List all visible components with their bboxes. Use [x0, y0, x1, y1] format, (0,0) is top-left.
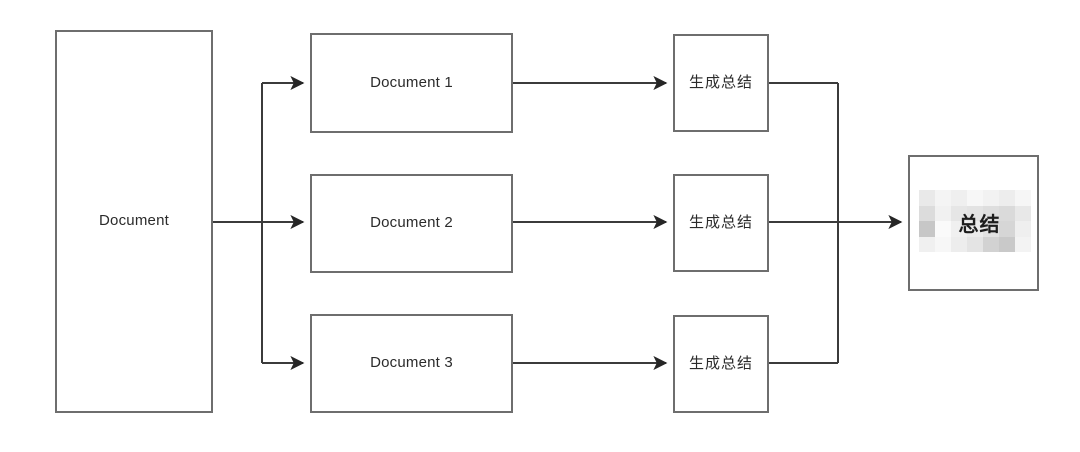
mosaic-tile [999, 236, 1015, 252]
node-document-2-label: Document 2 [370, 214, 453, 232]
node-summarize-3-label: 生成总结 [688, 354, 753, 372]
mosaic-tile [919, 221, 935, 237]
mosaic-tile [951, 190, 967, 206]
mosaic-tile [967, 190, 983, 206]
mosaic-tile [935, 190, 951, 206]
mosaic-tile [935, 221, 951, 237]
node-summarize-1-label: 生成总结 [688, 73, 753, 91]
mosaic-tile [1015, 190, 1031, 206]
mosaic-tile [1015, 221, 1031, 237]
mosaic-tile [967, 221, 983, 237]
node-document-3[interactable]: Document 3 [310, 314, 513, 413]
mosaic-tile [967, 205, 983, 221]
mosaic-tile [935, 236, 951, 252]
mosaic-tile [951, 236, 967, 252]
node-document-1[interactable]: Document 1 [310, 33, 513, 133]
node-document-1-label: Document 1 [370, 73, 453, 91]
mosaic-tile [999, 205, 1015, 221]
mosaic-tile [919, 205, 935, 221]
node-final-summary[interactable]: 总结 [908, 155, 1039, 291]
node-source-document-label: Document [99, 212, 169, 230]
mosaic-tile [951, 221, 967, 237]
mosaic-tile [999, 190, 1015, 206]
mosaic-tile [1015, 236, 1031, 252]
node-final-summary-label: 总结 [958, 213, 1001, 236]
mosaic-redaction-overlay [919, 190, 1031, 252]
mosaic-tile [983, 205, 999, 221]
mosaic-tile [983, 236, 999, 252]
mosaic-tile [935, 205, 951, 221]
node-document-3-label: Document 3 [370, 354, 453, 372]
mosaic-tile [1015, 205, 1031, 221]
mosaic-tile [983, 190, 999, 206]
node-document-2[interactable]: Document 2 [310, 174, 513, 273]
mosaic-tile [983, 221, 999, 237]
mosaic-tile [999, 221, 1015, 237]
node-summarize-2-label: 生成总结 [688, 213, 753, 231]
mosaic-tile [967, 236, 983, 252]
mosaic-tile [919, 236, 935, 252]
node-summarize-2[interactable]: 生成总结 [673, 174, 769, 272]
mosaic-tile [951, 205, 967, 221]
node-summarize-3[interactable]: 生成总结 [673, 315, 769, 413]
mosaic-tile [919, 190, 935, 206]
node-summarize-1[interactable]: 生成总结 [673, 34, 769, 132]
node-source-document[interactable]: Document [55, 30, 213, 413]
